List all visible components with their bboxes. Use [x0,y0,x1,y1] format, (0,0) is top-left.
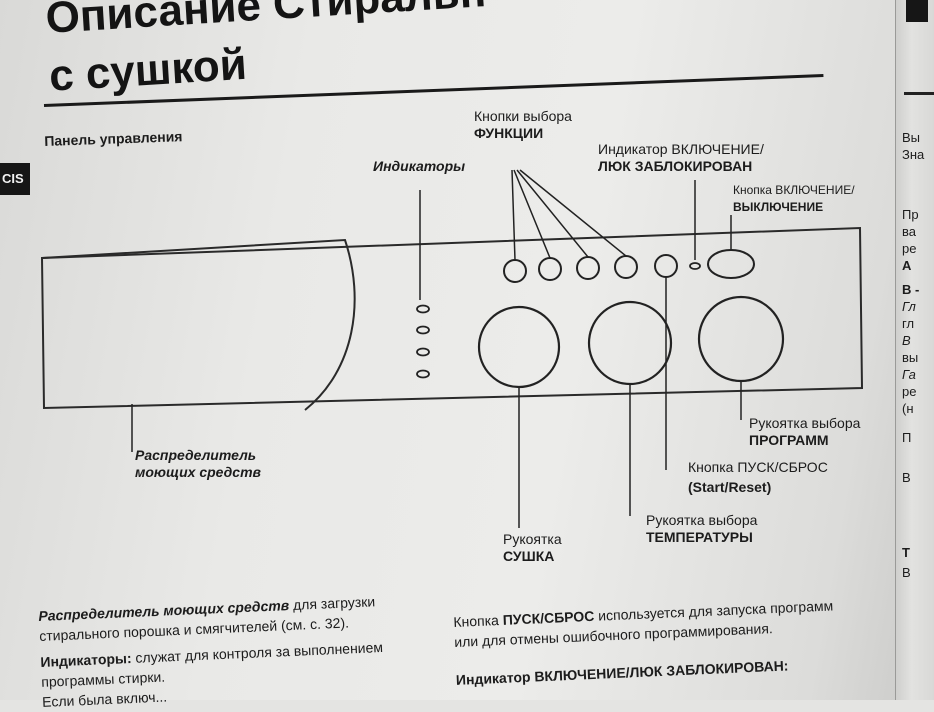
strip-line-15: ре [902,384,917,399]
adjacent-rule [904,92,934,95]
start-reset-button [654,254,678,278]
indicator-light-1 [416,304,430,314]
start-reset-term: ПУСК/СБРОС [502,607,595,628]
start-reset-prefix: Кнопка [453,611,504,630]
indicators-label: Индикаторы [373,158,466,174]
dry-knob [477,305,561,389]
strip-line-7: А [902,258,912,273]
strip-line-2: Зна [902,147,925,162]
function-button-4 [614,255,638,279]
power-indicator-label-line-1: Индикатор ВКЛЮЧЕНИЕ/ [598,141,764,157]
temperature-knob [587,300,673,386]
strip-line-4: Пр [902,207,919,222]
language-tab: CIS [0,163,30,195]
program-knob-label-line-1: Рукоятка выбора [749,415,861,431]
indicators-term: Индикаторы: [40,649,132,670]
start-reset-label-line-1: Кнопка ПУСК/СБРОС [688,459,828,475]
power-button-label-line-1: Кнопка ВКЛЮЧЕНИЕ/ [733,183,855,197]
temperature-knob-label-line-1: Рукоятка выбора [646,512,758,528]
power-indicator [689,262,701,270]
function-button-2 [538,257,562,281]
body-text-left: Распределитель моющих средств для загруз… [38,589,422,711]
power-indicator-label-line-2: ЛЮК ЗАБЛОКИРОВАН [598,158,753,174]
indicator-light-3 [416,347,430,357]
strip-line-13: вы [902,350,919,365]
temperature-knob-label-line-2: ТЕМПЕРАТУРЫ [646,529,753,545]
program-knob-label-line-2: ПРОГРАММ [749,432,829,448]
power-button [707,249,755,279]
strip-line-5: ва [902,224,916,239]
indicator-light-4 [416,369,430,379]
power-button-label-line-2: ВЫКЛЮЧЕНИЕ [733,200,824,214]
dry-knob-label-line-2: СУШКА [503,548,555,564]
function-buttons-label-line-1: Кнопки выбора [474,108,572,124]
panel-outline [40,226,864,410]
strip-line-23: Т [902,545,910,560]
strip-line-6: ре [902,241,917,256]
dry-knob-label-line-1: Рукоятка [503,531,562,547]
adjacent-page-edge: Вы Зна Пр ва ре А В - Гл гл В вы Га ре (… [895,0,934,700]
strip-line-20: В [902,470,911,485]
strip-line-12: В [902,333,911,348]
function-button-1 [503,259,527,283]
function-buttons-leaders [511,169,627,261]
program-knob [697,295,785,383]
strip-line-16: (н [902,401,914,416]
function-buttons-label-line-2: ФУНКЦИИ [474,125,544,141]
strip-line-11: гл [902,316,915,331]
strip-line-14: Га [902,367,916,382]
dispenser-drawer [41,238,356,411]
dispenser-label-line-1: Распределитель [135,447,257,463]
strip-line-24: В [902,565,911,580]
dispenser-label-line-2: моющих средств [135,464,261,480]
adjacent-title-fragment [906,0,928,22]
start-reset-label-line-2: (Start/Reset) [688,479,772,495]
strip-line-10: Гл [902,299,916,314]
indicator-light-2 [416,325,430,335]
strip-line-18: П [902,430,912,445]
strip-line-9: В - [902,282,920,297]
function-button-3 [576,256,600,280]
strip-line-1: Вы [902,130,921,145]
